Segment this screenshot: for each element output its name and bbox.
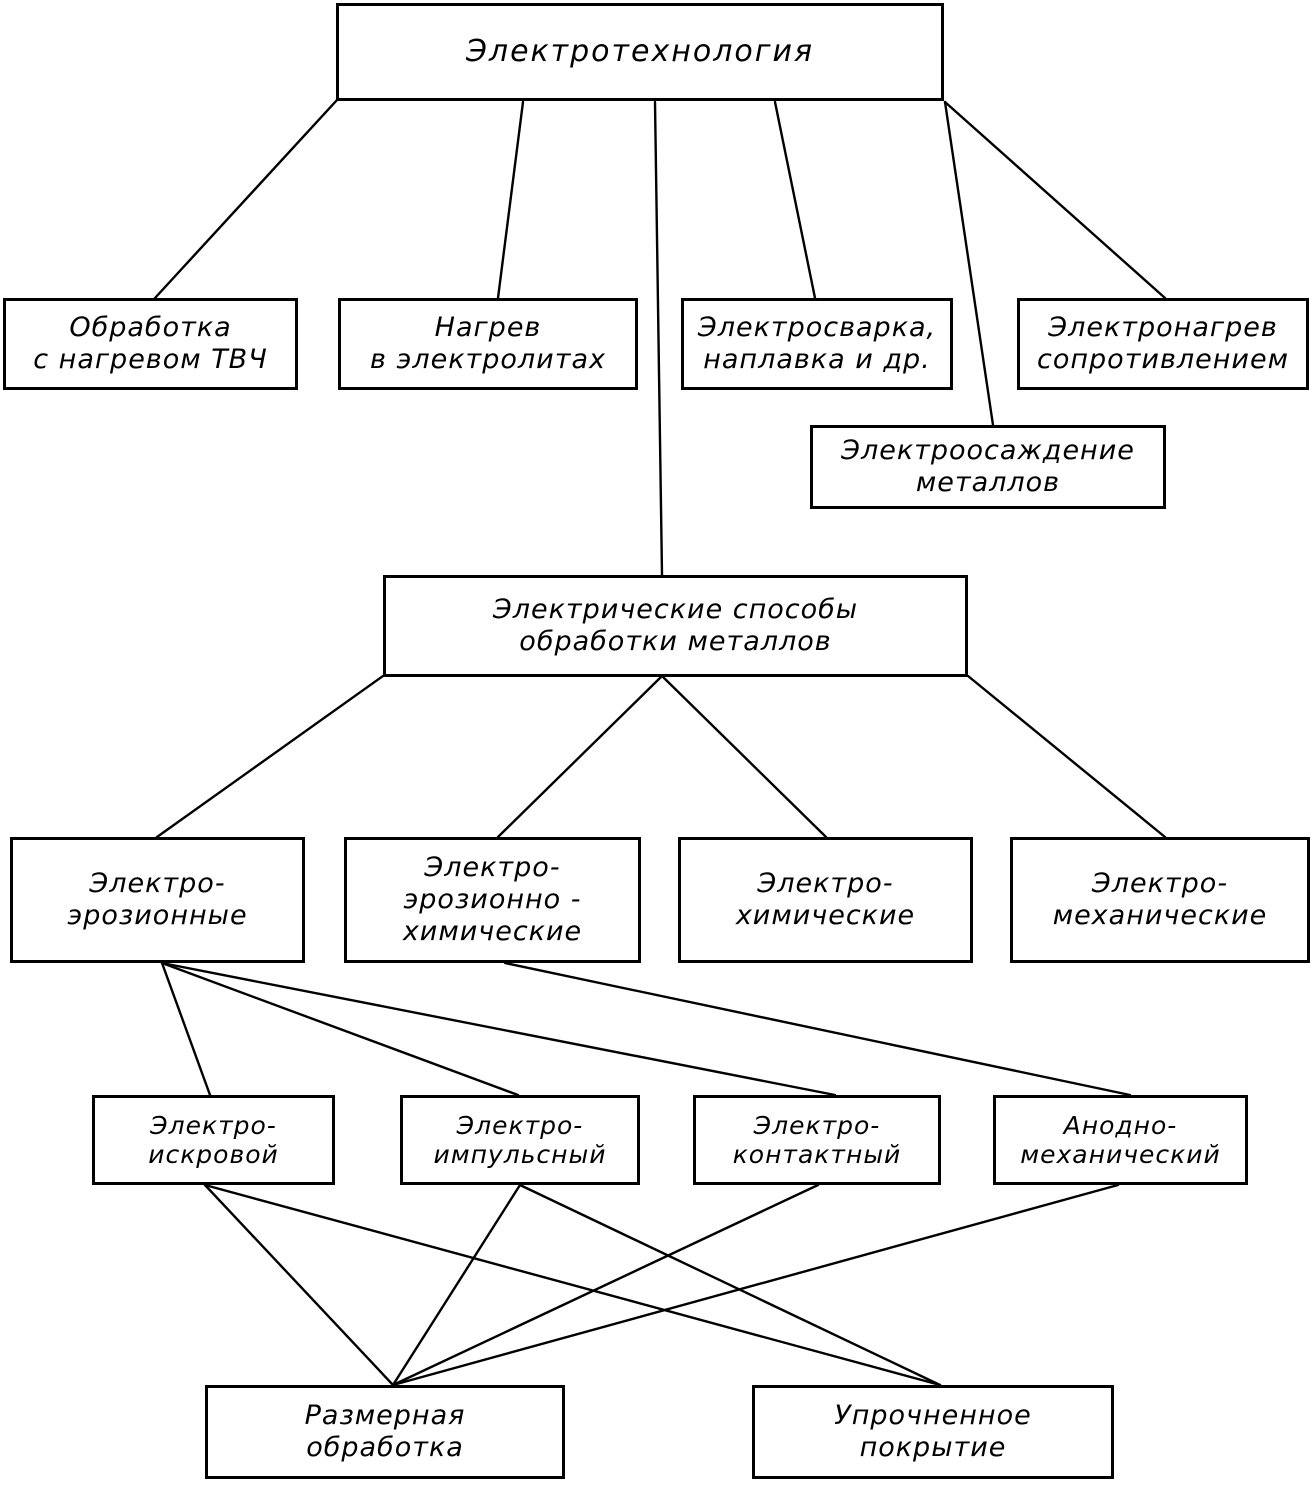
node-label-line: химические	[402, 915, 583, 947]
node-label-line: механические	[1052, 900, 1268, 931]
node-label-line: эрозионно -	[403, 884, 582, 916]
edge-contact-to-dimensional	[391, 1183, 820, 1387]
edge-root-to-methods	[653, 100, 664, 577]
node-label-line: Анодно-	[1063, 1110, 1178, 1140]
node-label-line: Нагрев	[434, 312, 542, 344]
node-electrotechnology: Электротехнология	[336, 3, 944, 101]
node-label-line: механический	[1020, 1140, 1221, 1169]
node-label-line: обработки металлов	[519, 626, 832, 657]
node-label-line: Электротехнология	[465, 34, 815, 70]
node-electroerosion: Электро-эрозионные	[10, 837, 305, 963]
node-label-line: в электролитах	[370, 344, 606, 375]
node-label-line: Электро-	[1091, 868, 1229, 900]
node-label-line: Электроосаждение	[841, 435, 1135, 467]
edge-spark-to-hardened	[203, 1183, 942, 1387]
edge-methods-to-chemical	[660, 674, 828, 839]
node-label-line: Электросварка,	[697, 312, 937, 344]
node-electrochemical: Электро-химические	[678, 837, 973, 963]
edge-root-to-tvch	[153, 98, 339, 300]
edge-pulse-to-dimensional	[391, 1183, 522, 1387]
edge-root-to-deposition	[943, 100, 995, 427]
node-label-line: эрозионные	[67, 900, 248, 931]
node-label-line: с нагревом ТВЧ	[33, 344, 268, 375]
node-electrocontact: Электро-контактный	[693, 1095, 941, 1185]
node-electrospark: Электро-искровой	[92, 1095, 335, 1185]
edge-methods-to-erosion_chem	[496, 674, 664, 839]
edge-spark-to-dimensional	[203, 1183, 395, 1387]
node-label-line: Электро-	[757, 868, 894, 900]
edge-erosion-to-contact	[160, 961, 837, 1097]
node-label-line: Электро-	[424, 852, 561, 884]
node-label-line: металлов	[915, 467, 1061, 498]
edge-root-to-resistance	[943, 100, 1167, 300]
node-label-line: Упрочненное	[834, 1400, 1032, 1432]
node-label-line: Электро-	[89, 868, 226, 900]
node-electroerosion-chemical: Электро-эрозионно -химические	[344, 837, 641, 963]
node-label-line: сопротивлением	[1037, 344, 1289, 375]
node-label-line: импульсный	[433, 1140, 607, 1169]
node-label-line: обработка	[306, 1432, 464, 1463]
node-label-line: Электро-	[456, 1110, 584, 1140]
node-label-line: Электро-	[753, 1110, 881, 1140]
edge-erosion-to-pulse	[160, 961, 520, 1097]
node-label-line: покрытие	[859, 1432, 1007, 1463]
node-anodic-mechanical: Анодно-механический	[993, 1095, 1248, 1185]
node-electropulse: Электро-импульсный	[400, 1095, 640, 1185]
node-label-line: Электронагрев	[1048, 312, 1278, 344]
node-label-line: Размерная	[304, 1400, 466, 1432]
node-label-line: искровой	[148, 1140, 279, 1169]
node-label-line: контактный	[732, 1140, 902, 1169]
node-label-line: Электрические способы	[492, 594, 859, 626]
edge-erosion-to-spark	[160, 961, 212, 1097]
node-label-line: Обработка	[69, 312, 232, 344]
edge-methods-to-mechanical	[966, 674, 1167, 839]
node-electromechanical: Электро-механические	[1010, 837, 1310, 963]
node-label-line: наплавка и др.	[703, 344, 931, 375]
edge-anodic-to-dimensional	[391, 1183, 1120, 1387]
node-label-line: Электро-	[150, 1110, 277, 1140]
edge-root-to-welding	[773, 100, 817, 300]
node-label-line: химические	[735, 900, 916, 931]
node-electric-welding: Электросварка,наплавка и др.	[681, 298, 953, 390]
edge-methods-to-erosion	[155, 674, 385, 839]
edge-erosion_chem-to-anodic	[503, 961, 1132, 1097]
edge-root-to-electrolyte	[496, 100, 525, 300]
edge-pulse-to-hardened	[518, 1183, 942, 1387]
